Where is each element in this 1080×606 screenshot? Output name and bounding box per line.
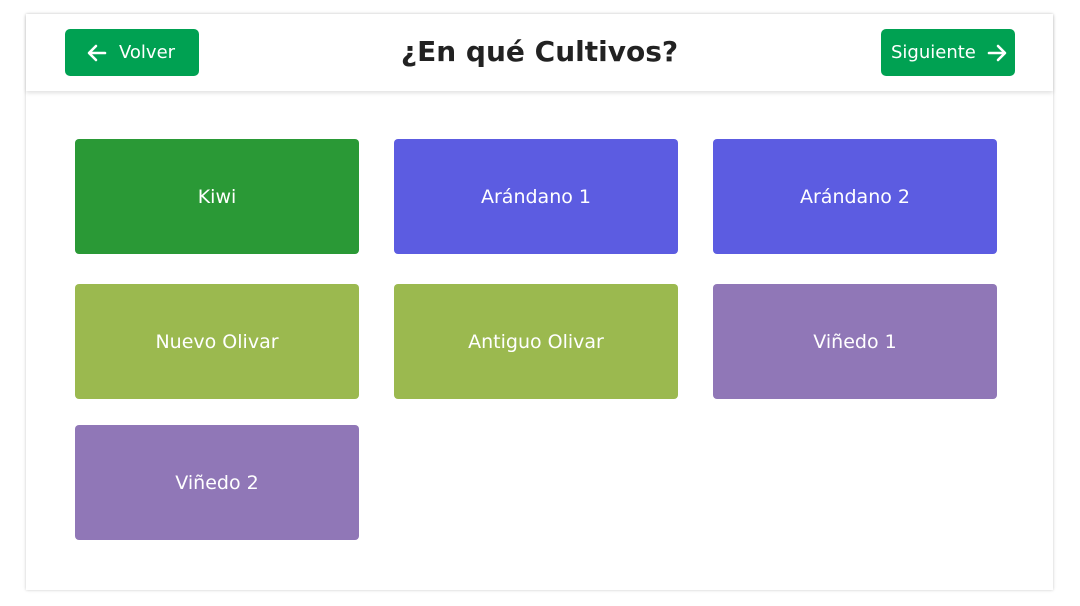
crop-option-label: Arándano 1 <box>481 185 591 208</box>
back-button[interactable]: Volver <box>65 29 199 76</box>
crop-option-label: Nuevo Olivar <box>155 330 279 353</box>
next-button[interactable]: Siguiente <box>881 29 1015 76</box>
crop-option-nuevo-olivar[interactable]: Nuevo Olivar <box>75 284 359 399</box>
arrow-left-icon <box>87 44 107 61</box>
next-button-label: Siguiente <box>891 42 976 63</box>
crop-option-label: Arándano 2 <box>800 185 910 208</box>
crop-option-label: Viñedo 2 <box>175 471 259 494</box>
crop-option-label: Viñedo 1 <box>813 330 897 353</box>
header-bar: Volver ¿En qué Cultivos? Siguiente <box>26 14 1053 91</box>
crop-option-arandano-1[interactable]: Arándano 1 <box>394 139 678 254</box>
crop-option-vinedo-1[interactable]: Viñedo 1 <box>713 284 997 399</box>
arrow-right-icon <box>987 44 1007 61</box>
crop-option-kiwi[interactable]: Kiwi <box>75 139 359 254</box>
crop-option-arandano-2[interactable]: Arándano 2 <box>713 139 997 254</box>
crop-selection-card: Volver ¿En qué Cultivos? Siguiente Kiwi … <box>26 14 1053 590</box>
crop-option-vinedo-2[interactable]: Viñedo 2 <box>75 425 359 540</box>
back-button-label: Volver <box>119 42 176 63</box>
crop-option-label: Antiguo Olivar <box>468 330 604 353</box>
crop-option-antiguo-olivar[interactable]: Antiguo Olivar <box>394 284 678 399</box>
crop-option-label: Kiwi <box>197 185 237 208</box>
